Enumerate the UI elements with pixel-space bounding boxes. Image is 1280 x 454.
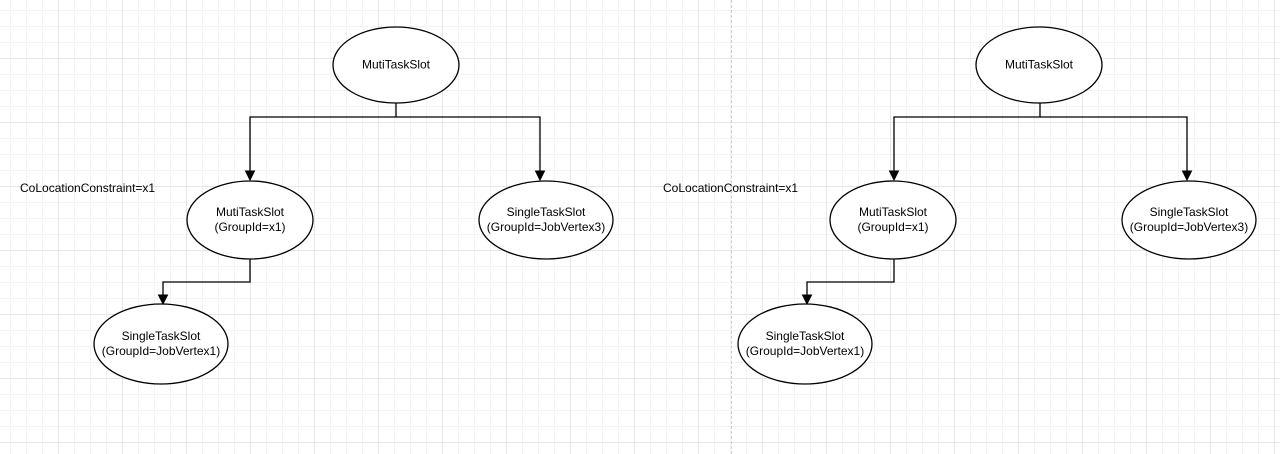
panel-divider [731,0,732,454]
node-leaf-line2: (GroupId=JobVertex1) [745,344,865,358]
arrowhead-leaf [801,294,813,306]
arrowhead-leaf [157,294,169,306]
node-root-line1: MutiTaskSlot [361,57,431,72]
node-group-line2: (GroupId=x1) [214,220,286,234]
arrowhead-right [534,170,546,182]
edge-root-to-group [893,103,1041,172]
node-leaf-shape[interactable] [737,303,873,385]
edge-root-to-right [396,116,541,172]
edge-root-to-right [1040,116,1188,172]
node-right-line1: SingleTaskSlot [506,205,586,219]
node-root-line1: MutiTaskSlot [1004,57,1074,72]
node-right-line2: (GroupId=JobVertex3) [1129,220,1249,234]
node-root-shape[interactable] [332,26,460,104]
node-group-shape[interactable] [829,180,957,260]
diagram-right [737,26,1257,385]
node-root-label: MutiTaskSlot [1005,58,1073,73]
node-group-label: MutiTaskSlot (GroupId=x1) [857,205,928,235]
node-leaf-shape[interactable] [93,303,229,385]
node-leaf-label: SingleTaskSlot (GroupId=JobVertex1) [746,329,864,359]
node-group-line2: (GroupId=x1) [857,220,929,234]
edge-root-to-group [249,103,397,172]
node-right-label: SingleTaskSlot (GroupId=JobVertex3) [1130,205,1248,235]
node-group-line1: MutiTaskSlot [215,205,285,219]
colocation-constraint-label: CoLocationConstraint=x1 [663,181,799,195]
diagram-left [93,26,614,385]
node-right-line1: SingleTaskSlot [1149,205,1229,219]
node-root-label: MutiTaskSlot [362,58,430,73]
node-leaf-line1: SingleTaskSlot [765,329,845,343]
node-right-line2: (GroupId=JobVertex3) [486,220,606,234]
edge-group-to-leaf [806,259,895,296]
node-right-label: SingleTaskSlot (GroupId=JobVertex3) [487,205,605,235]
node-leaf-label: SingleTaskSlot (GroupId=JobVertex1) [102,329,220,359]
edge-group-to-leaf [162,259,251,296]
node-leaf-line1: SingleTaskSlot [121,329,201,343]
arrowhead-group [244,170,256,182]
node-group-line1: MutiTaskSlot [858,205,928,219]
node-group-label: MutiTaskSlot (GroupId=x1) [214,205,285,235]
node-right-shape[interactable] [478,180,614,260]
arrowhead-group [888,170,900,182]
node-leaf-line2: (GroupId=JobVertex1) [101,344,221,358]
node-right-shape[interactable] [1121,180,1257,260]
colocation-constraint-label: CoLocationConstraint=x1 [20,181,156,195]
arrowhead-right [1181,170,1193,182]
node-root-shape[interactable] [975,26,1103,104]
node-group-shape[interactable] [186,180,314,260]
